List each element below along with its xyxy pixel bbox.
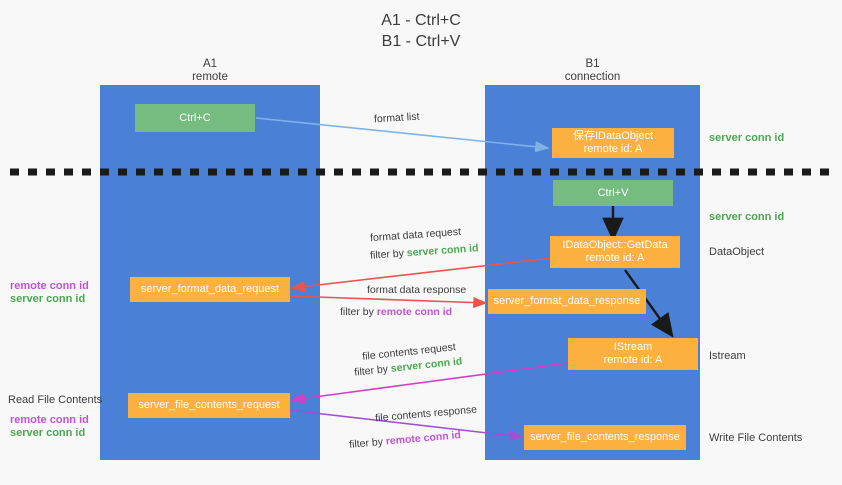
box-ctrl-c-label: Ctrl+C	[179, 111, 211, 124]
box-istream-line2: remote id: A	[603, 354, 663, 366]
box-getdata-line2: remote id: A	[585, 252, 645, 264]
box-ctrl-c[interactable]: Ctrl+C	[135, 104, 255, 132]
title-line-1: A1 - Ctrl+C	[381, 12, 461, 29]
file-contents-request-filter-prefix: filter by	[353, 362, 392, 379]
box-server-format-data-request-label: server_format_data_request	[140, 283, 280, 295]
box-server-file-contents-response-label: server_file_contents_response	[530, 431, 680, 443]
label-istream: Istream	[709, 350, 746, 362]
lane-b1-name: B1	[585, 58, 600, 70]
label-dataobject: DataObject	[709, 246, 765, 258]
box-getdata-line1: IDataObject::GetData	[562, 239, 668, 251]
lane-a1-sub: remote	[192, 71, 228, 83]
title-line-2: B1 - Ctrl+V	[381, 33, 461, 50]
format-data-response-filter-value: remote conn id	[376, 306, 453, 318]
lane-a1-header: A1 remote	[100, 58, 320, 84]
box-server-file-contents-response[interactable]: server_file_contents_response	[524, 425, 686, 450]
format-data-request-filter-prefix: filter by	[369, 247, 408, 262]
box-istream[interactable]: IStream remote id: A	[568, 338, 698, 370]
lane-a1-name: A1	[202, 58, 218, 70]
label-remote-conn-id-1: remote conn id	[10, 280, 89, 292]
box-save-idataobject[interactable]: 保存IDataObject remote id: A	[552, 128, 674, 158]
box-server-file-contents-request[interactable]: server_file_contents_request	[128, 393, 290, 418]
box-ctrl-v[interactable]: Ctrl+V	[553, 180, 673, 206]
label-read-file-contents: Read File Contents	[8, 394, 103, 406]
box-idataobject-getdata[interactable]: IDataObject::GetData remote id: A	[550, 236, 680, 268]
file-contents-response-filter-prefix: filter by	[348, 435, 387, 451]
label-file-contents-response-filter: filter by remote conn id	[349, 428, 462, 452]
label-format-data-response: format data response	[367, 284, 467, 296]
label-format-data-request: format data request	[369, 225, 462, 245]
lane-b1-sub: connection	[564, 71, 621, 83]
box-server-format-data-response[interactable]: server_format_data_response	[488, 289, 646, 314]
box-server-format-data-request[interactable]: server_format_data_request	[130, 277, 290, 302]
box-save-idataobject-line2: remote id: A	[583, 143, 643, 155]
box-server-format-data-response-label: server_format_data_response	[493, 295, 641, 307]
label-format-list: format list	[373, 110, 420, 126]
label-format-data-request-filter: filter by server conn id	[370, 241, 479, 263]
box-istream-line1: IStream	[613, 341, 653, 353]
label-write-file-contents: Write File Contents	[709, 432, 803, 444]
lane-b1-header: B1 connection	[485, 58, 700, 84]
format-data-response-filter-prefix: filter by	[340, 306, 377, 318]
label-server-conn-id-top: server conn id	[709, 132, 785, 144]
box-save-idataobject-line1: 保存IDataObject	[572, 130, 654, 142]
label-server-conn-id-mid: server conn id	[709, 211, 785, 223]
label-file-contents-response: file contents response	[374, 403, 478, 425]
box-ctrl-v-label: Ctrl+V	[597, 186, 629, 199]
label-format-data-response-filter: filter by remote conn id	[340, 305, 452, 319]
label-remote-conn-id-2: remote conn id	[10, 414, 89, 426]
label-server-conn-id-1: server conn id	[10, 293, 86, 305]
label-server-conn-id-2: server conn id	[10, 427, 86, 439]
file-contents-response-filter-value: remote conn id	[385, 429, 462, 448]
diagram-title: A1 - Ctrl+C B1 - Ctrl+V	[0, 10, 842, 52]
format-data-request-filter-value: server conn id	[406, 242, 479, 260]
box-server-file-contents-request-label: server_file_contents_request	[138, 399, 280, 411]
